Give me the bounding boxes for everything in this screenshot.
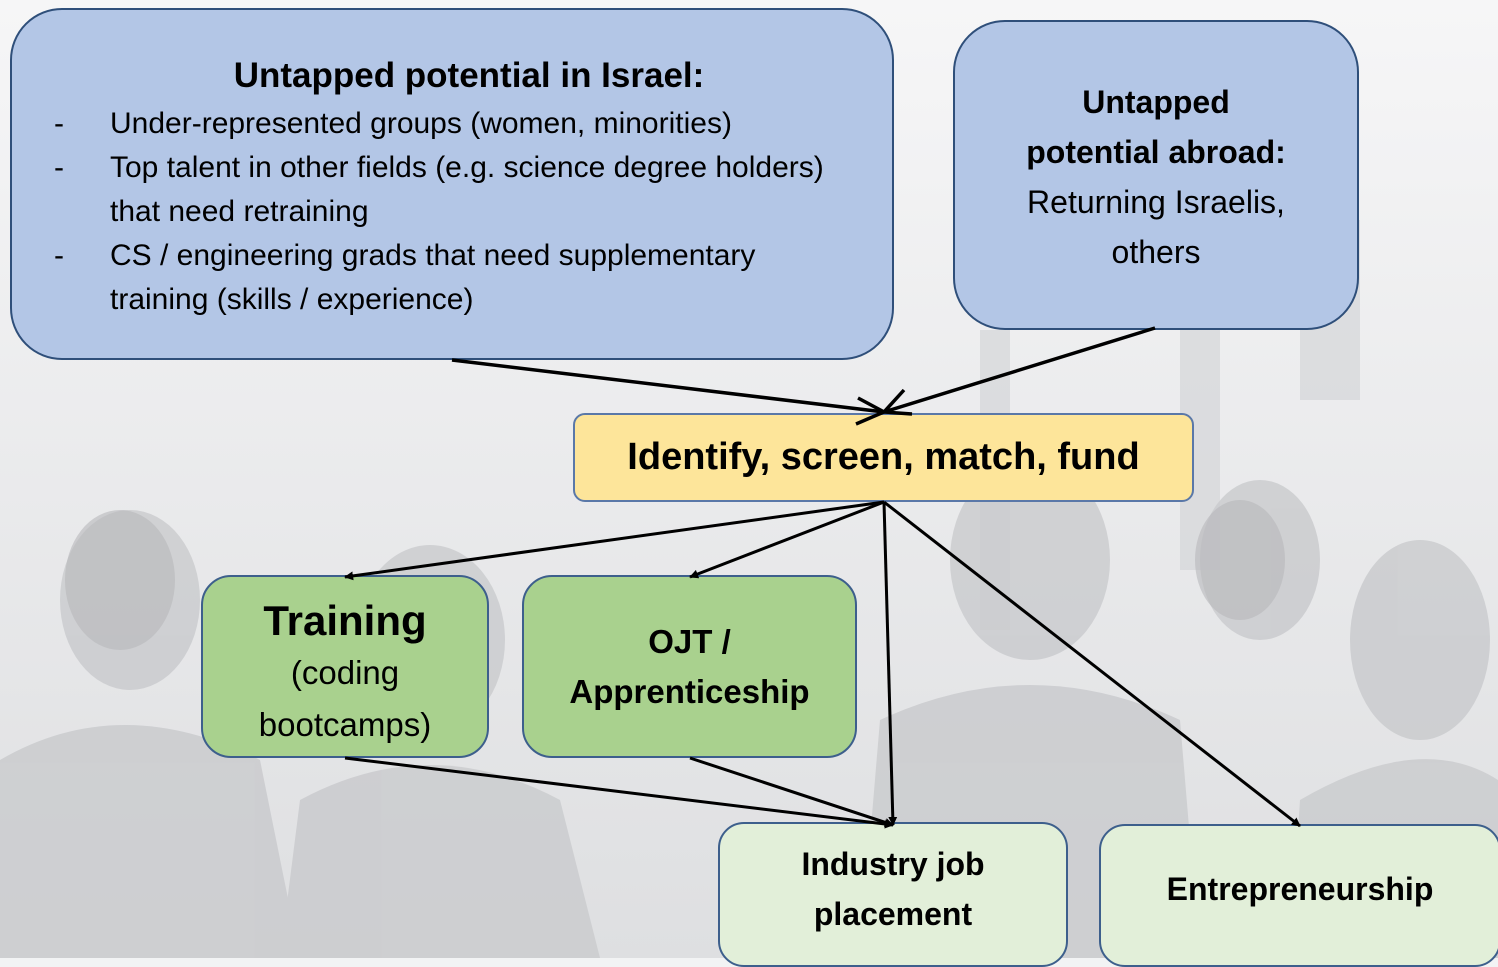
untapped-abroad-text-line2: others — [1111, 234, 1201, 270]
untapped-abroad-title-line1: Untapped — [1082, 84, 1230, 120]
untapped-abroad-box: Untapped potential abroad: Returning Isr… — [953, 20, 1359, 330]
untapped-abroad-text-line1: Returning Israelis, — [1027, 184, 1285, 220]
list-item: -CS / engineering grads that need supple… — [54, 239, 756, 316]
industry-placement-box: Industry job placement — [718, 822, 1068, 967]
ojt-line1: OJT / — [648, 622, 731, 660]
training-sub-line1: (coding — [290, 654, 400, 691]
industry-line1: Industry job — [801, 845, 985, 882]
untapped-israel-title: Untapped potential in Israel: — [233, 56, 705, 95]
training-box: Training (coding bootcamps) — [201, 575, 489, 758]
list-item: -Top talent in other fields (e.g. scienc… — [54, 151, 824, 228]
entrepreneurship-box: Entrepreneurship — [1099, 824, 1498, 967]
training-title: Training — [263, 597, 427, 644]
training-sub-line2: bootcamps) — [258, 706, 432, 743]
untapped-abroad-title-line2: potential abroad: — [1026, 134, 1286, 170]
identify-label: Identify, screen, match, fund — [627, 436, 1140, 478]
untapped-israel-box: Untapped potential in Israel: -Under-rep… — [10, 8, 894, 360]
ojt-box: OJT / Apprenticeship — [522, 575, 857, 758]
industry-line2: placement — [813, 895, 973, 932]
list-item: -Under-represented groups (women, minori… — [54, 107, 732, 140]
ojt-line2: Apprenticeship — [569, 672, 810, 710]
entrepreneurship-label: Entrepreneurship — [1166, 871, 1434, 907]
untapped-israel-list: -Under-represented groups (women, minori… — [50, 102, 852, 322]
identify-box: Identify, screen, match, fund — [573, 413, 1194, 502]
